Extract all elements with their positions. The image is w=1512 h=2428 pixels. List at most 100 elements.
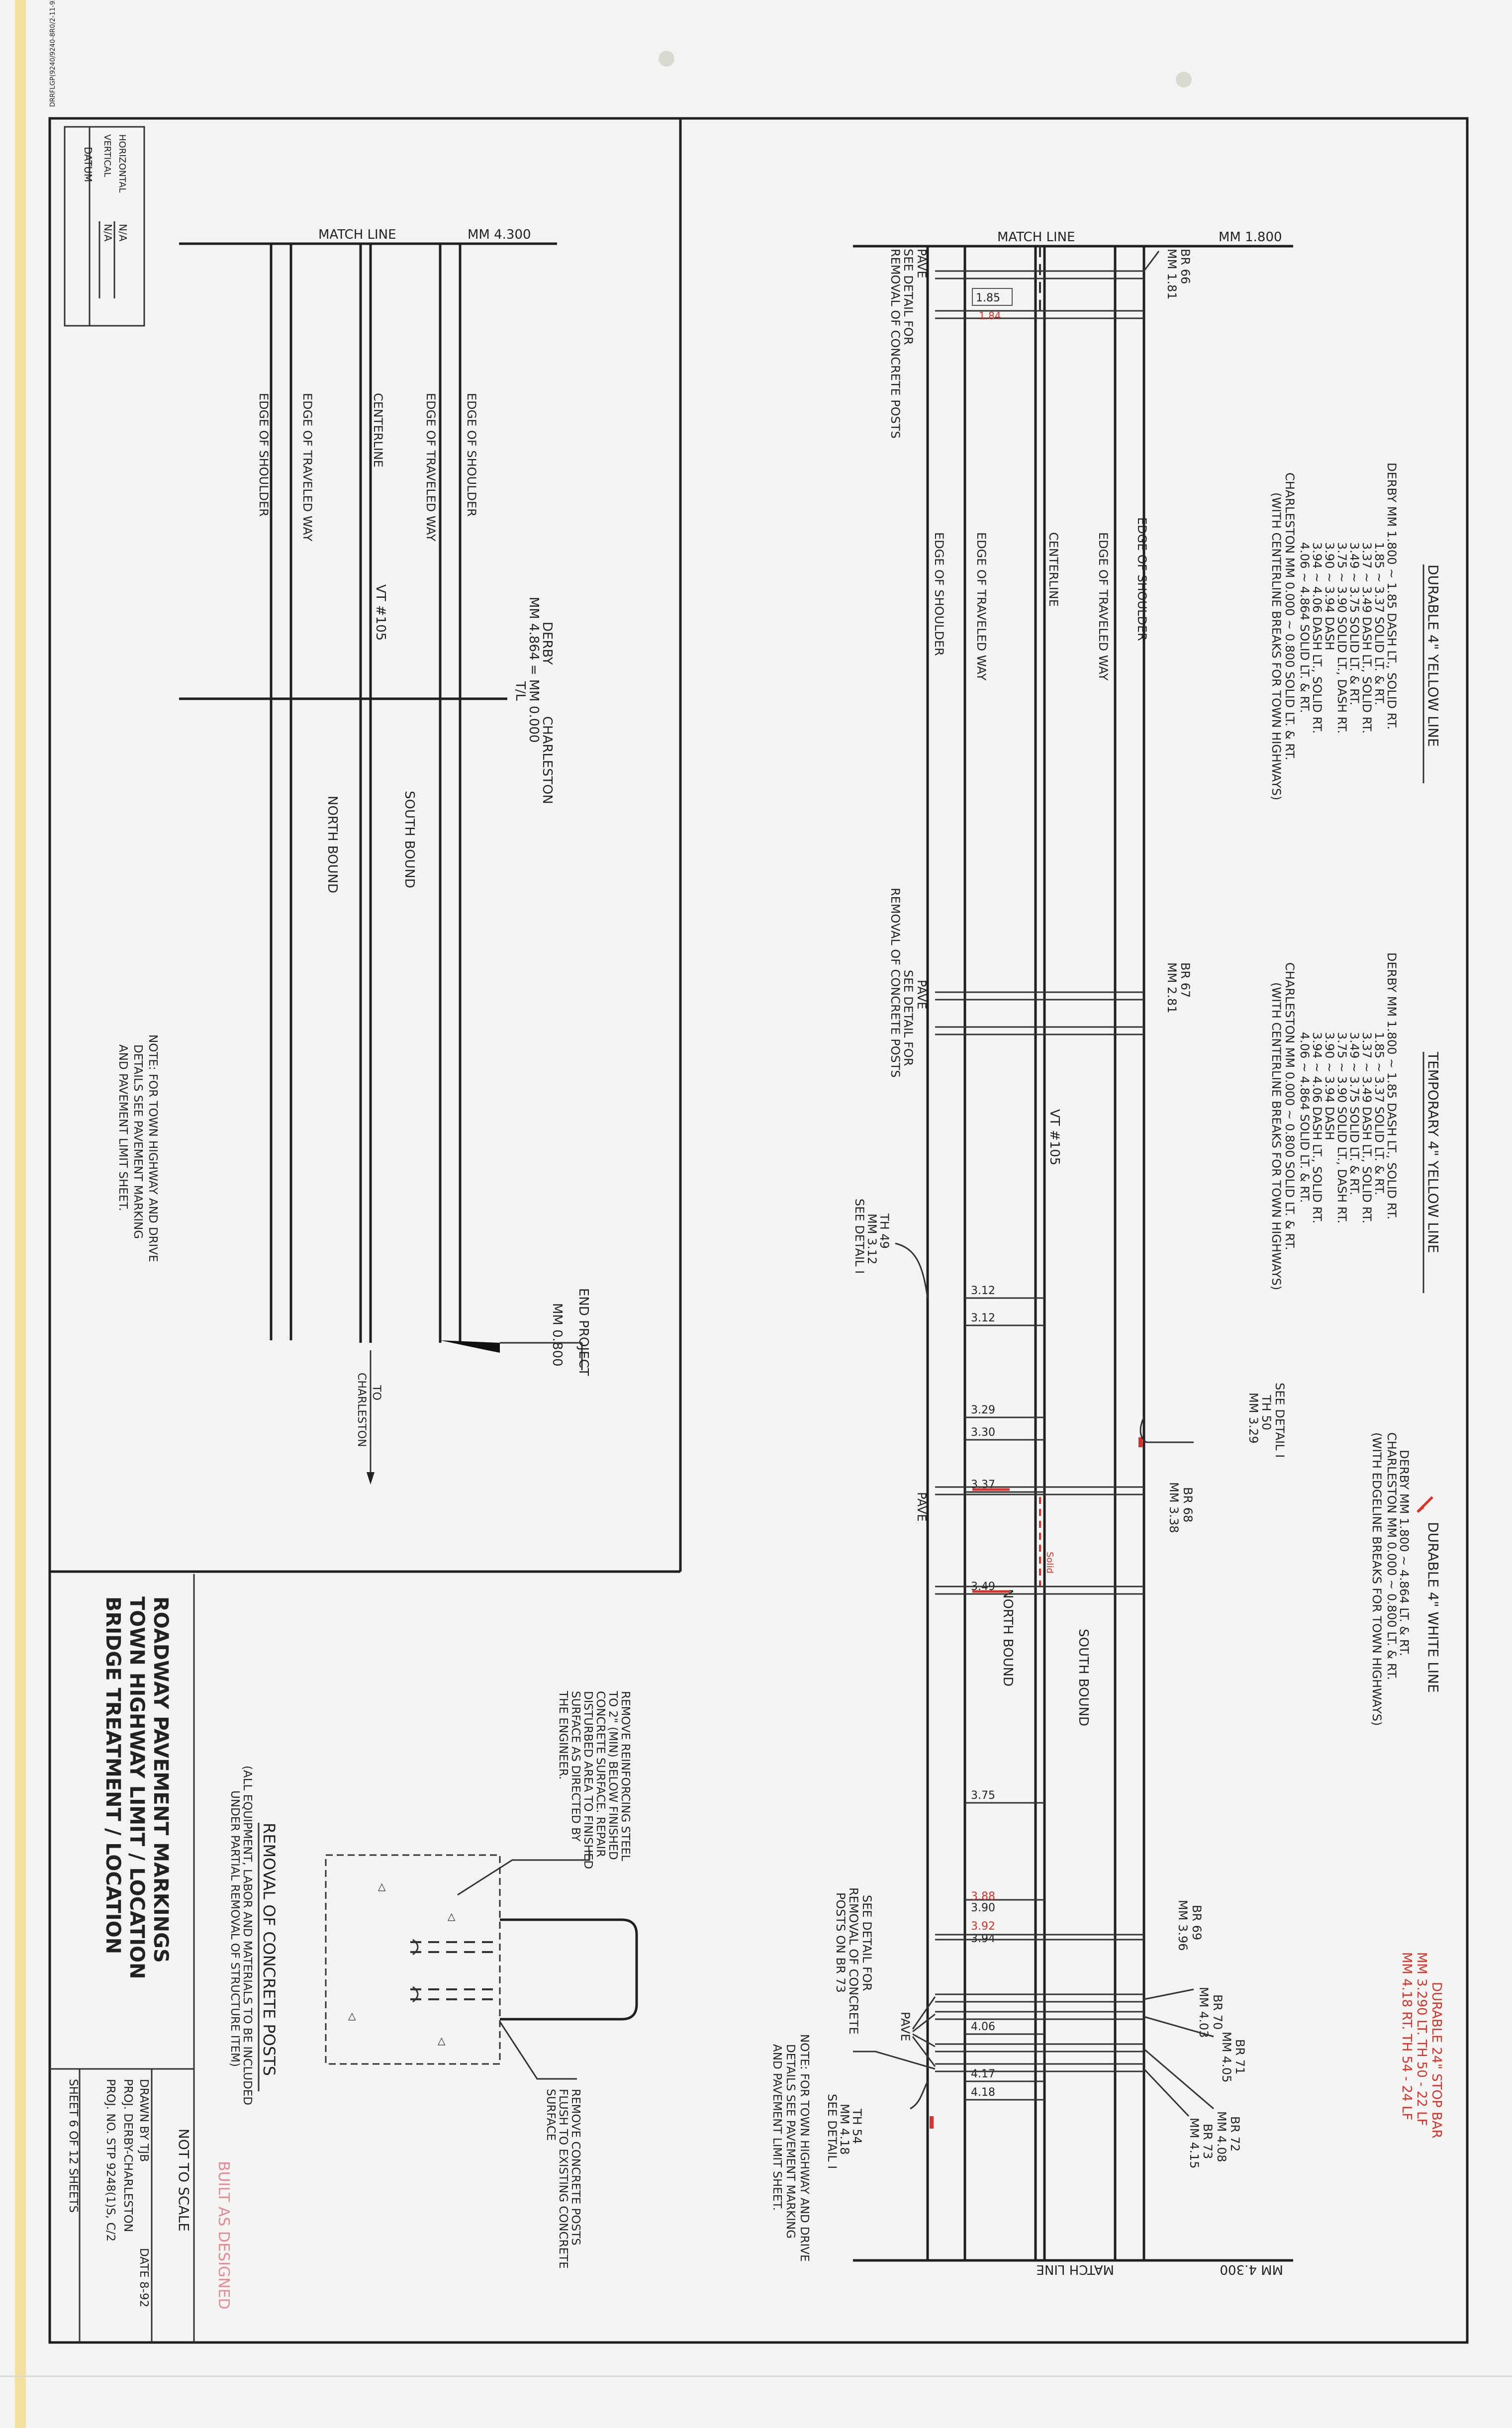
durable-yellow-line-9: CHARLESTON MM 0.000 ~ 0.800 SOLID LT. & … [1283, 472, 1297, 760]
datum-vertical-label: VERTICAL [102, 134, 112, 177]
svg-text:TO 2" (MIN) BELOW FINISHED: TO 2" (MIN) BELOW FINISHED [606, 1690, 619, 1860]
temporary-yellow-legend: TEMPORARY 4" YELLOW LINE DERBY MM 1.800 … [1269, 952, 1441, 1293]
durable-yellow-line-5: 3.75 ~ 3.90 SOLID LT., DASH RT. [1335, 542, 1349, 734]
svg-text:SEE DETAIL FOR: SEE DETAIL FOR [901, 249, 915, 345]
datum-title: DATUM [82, 147, 94, 182]
svg-text:SURFACE: SURFACE [544, 2089, 557, 2141]
durable-white-line-1: DERBY MM 1.800 ~ 4.864 LT. & RT. [1397, 1450, 1411, 1656]
durable-yellow-line-4: 3.49 ~ 3.75 SOLID LT. & RT. [1347, 542, 1361, 705]
town-charleston: CHARLESTON [540, 716, 555, 804]
left-note-line-2: DETAILS SEE PAVEMENT MARKING [131, 1044, 144, 1239]
br66-mm: MM 1.81 [1165, 249, 1179, 299]
detail-title: REMOVAL OF CONCRETE POSTS [260, 1823, 279, 2076]
stop-bar-line-3: MM 4.18 RT. TH 54 - 24 LF [1399, 1952, 1414, 2120]
svg-text:TH 54: TH 54 [850, 2108, 864, 2144]
right-note: NOTE: FOR TOWN HIGHWAY AND DRIVE DETAILS… [770, 2034, 811, 2262]
left-centerline: CENTERLINE [371, 393, 385, 467]
durable-yellow-title: DURABLE 4" YELLOW LINE [1425, 564, 1441, 747]
svg-text:3.92: 3.92 [971, 1920, 995, 1933]
temporary-yellow-line-7: 3.94 ~ 4.06 DASH LT., SOLID RT. [1310, 1032, 1324, 1223]
right-north-bound: NORTH BOUND [1000, 1589, 1015, 1686]
svg-text:DISTURBED AREA TO FINISHED: DISTURBED AREA TO FINISHED [581, 1691, 594, 1869]
br69-label: BR 69 [1190, 1905, 1204, 1940]
svg-text:CONCRETE SURFACE. REPAIR: CONCRETE SURFACE. REPAIR [594, 1691, 607, 1857]
temporary-yellow-line-8: 4.06 ~ 4.864 SOLID LT. & RT. [1298, 1032, 1312, 1203]
svg-text:REMOVAL OF CONCRETE POSTS: REMOVAL OF CONCRETE POSTS [888, 249, 902, 439]
svg-text:FLUSH TO EXISTING CONCRETE: FLUSH TO EXISTING CONCRETE [557, 2089, 569, 2269]
right-edge-shoulder-bottom: EDGE OF SHOULDER [932, 532, 946, 656]
not-to-scale: NOT TO SCALE [176, 2129, 192, 2232]
svg-text:4.18: 4.18 [971, 2086, 995, 2099]
station-185: 1.85 [976, 292, 1000, 304]
right-match-line-bottom: MATCH LINE [1036, 2262, 1114, 2277]
durable-yellow-line-2: 1.85 ~ 3.37 SOLID LT. & RT. [1372, 542, 1386, 705]
durable-yellow-line-3: 3.37 ~ 3.49 DASH LT., SOLID RT. [1360, 542, 1374, 734]
left-edge-traveled-bottom: EDGE OF TRAVELED WAY [300, 393, 314, 542]
durable-yellow-line-8: 4.06 ~ 4.864 SOLID LT. & RT. [1298, 542, 1312, 713]
svg-text:NOTE: FOR TOWN HIGHWAY AND DRI: NOTE: FOR TOWN HIGHWAY AND DRIVE [798, 2034, 811, 2262]
svg-text:SEE DETAIL FOR: SEE DETAIL FOR [860, 1895, 874, 1991]
right-edge-shoulder-top: EDGE OF SHOULDER [1135, 517, 1149, 641]
left-edge-shoulder-top: EDGE OF SHOULDER [465, 393, 478, 517]
end-project-label: END PROJECT [576, 1288, 591, 1376]
bridge-br69: BR 69 MM 3.96 [935, 1900, 1204, 1951]
br69-mm: MM 3.96 [1176, 1900, 1190, 1951]
right-mm-top: MM 1.800 [1219, 230, 1282, 245]
to-label: TO [370, 1385, 382, 1401]
svg-text:3.30: 3.30 [971, 1426, 995, 1439]
stop-bar-annotation: DURABLE 24" STOP BAR MM 3.290 LT. TH 50 … [1399, 1952, 1444, 2139]
right-match-line-top: MATCH LINE [997, 230, 1075, 245]
built-as-designed: BUILT AS DESIGNED [215, 2161, 232, 2310]
tape-strip [15, 0, 26, 2428]
left-mm-top: MM 4.300 [468, 227, 531, 242]
svg-text:(ALL EQUIPMENT, LABOR AND MATE: (ALL EQUIPMENT, LABOR AND MATERIALS TO B… [241, 1766, 254, 2105]
temporary-yellow-line-6: 3.90 ~ 3.94 DASH [1323, 1032, 1336, 1140]
title-line-1: ROADWAY PAVEMENT MARKINGS [149, 1596, 172, 1963]
red-station-184: 1.84 [979, 310, 1001, 322]
svg-text:MM 4.18: MM 4.18 [838, 2104, 851, 2154]
svg-text:△: △ [448, 1910, 456, 1922]
br68-label: BR 68 [1181, 1487, 1195, 1522]
svg-text:PAVE: PAVE [915, 980, 929, 1009]
svg-text:4.06: 4.06 [971, 2021, 995, 2033]
left-edge-shoulder-bottom: EDGE OF SHOULDER [257, 393, 271, 517]
right-edge-traveled-bottom: EDGE OF TRAVELED WAY [974, 532, 988, 681]
svg-text:3.29: 3.29 [971, 1404, 995, 1416]
svg-text:PAVE: PAVE [915, 249, 929, 278]
svg-text:BR 71: BR 71 [1233, 2039, 1247, 2074]
svg-text:SURFACE AS DIRECTED BY: SURFACE AS DIRECTED BY [569, 1691, 582, 1842]
right-south-bound: SOUTH BOUND [1076, 1629, 1091, 1726]
red-solid-note: Solid [1044, 1552, 1055, 1574]
stop-bar-line-1: DURABLE 24" STOP BAR [1429, 1982, 1444, 2139]
br66-label: BR 66 [1178, 249, 1192, 284]
left-vt-label: VT #105 [373, 584, 388, 641]
svg-text:BR 73: BR 73 [1201, 2124, 1215, 2159]
durable-yellow-line-1: DERBY MM 1.800 ~ 1.85 DASH LT., SOLID RT… [1385, 463, 1399, 730]
svg-text:REMOVAL OF CONCRETE POSTS: REMOVAL OF CONCRETE POSTS [888, 888, 902, 1078]
bridge-br66: BR 66 MM 1.81 [935, 249, 1192, 319]
red-check-mark [1417, 1496, 1433, 1513]
svg-text:MM 3.29: MM 3.29 [1246, 1393, 1260, 1443]
left-note-line-3: AND PAVEMENT LIMIT SHEET. [116, 1044, 129, 1211]
durable-yellow-legend: DURABLE 4" YELLOW LINE DERBY MM 1.800 ~ … [1269, 463, 1441, 800]
durable-yellow-line-10: (WITH CENTERLINE BREAKS FOR TOWN HIGHWAY… [1269, 492, 1283, 800]
datum-horizontal-value: N/A [117, 224, 129, 242]
svg-text:MM 4.08: MM 4.08 [1215, 2111, 1228, 2162]
end-project-taper [440, 1340, 500, 1353]
title-block: ROADWAY PAVEMENT MARKINGS TOWN HIGHWAY L… [50, 1596, 232, 2342]
pave-note-2: PAVE SEE DETAIL FOR REMOVAL OF CONCRETE … [888, 888, 929, 1078]
town-line-mm: MM 4.864 = MM 0.000 [526, 597, 541, 743]
end-project-mm: MM 0.800 [550, 1303, 565, 1367]
left-edge-traveled-top: EDGE OF TRAVELED WAY [424, 393, 438, 542]
temporary-yellow-line-9: CHARLESTON MM 0.000 ~ 0.800 SOLID LT. & … [1283, 962, 1297, 1250]
pave-note-3: PAVE [915, 1492, 929, 1521]
svg-text:3.75: 3.75 [971, 1789, 995, 1802]
svg-text:SEE DETAIL I: SEE DETAIL I [852, 1199, 866, 1274]
svg-text:△: △ [378, 1880, 386, 1892]
left-panel: MATCH LINE MM 4.300 EDGE OF SHOULDER EDG… [116, 227, 591, 1485]
to-charleston: CHARLESTON [355, 1373, 368, 1447]
th54-callout: TH 54 MM 4.18 SEE DETAIL I [825, 2081, 929, 2169]
svg-text:AND PAVEMENT LIMIT SHEET.: AND PAVEMENT LIMIT SHEET. [770, 2044, 783, 2211]
sheet-number: SHEET 6 OF 12 SHEETS [67, 2079, 80, 2213]
sheet-border [48, 117, 1469, 2344]
